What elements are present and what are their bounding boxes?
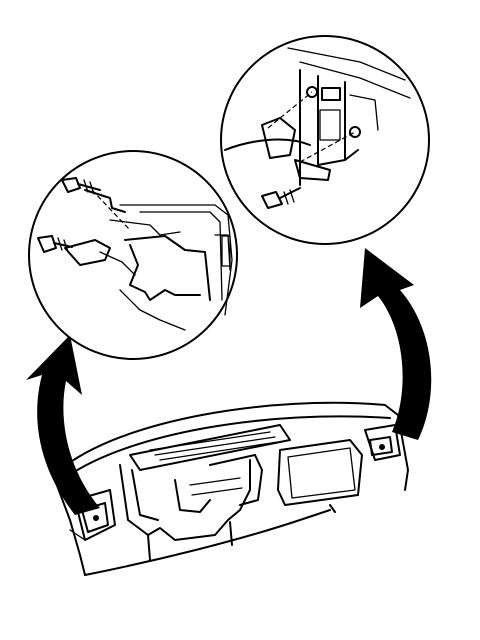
bolt-icon [61, 177, 101, 195]
bolt-icon [37, 235, 73, 253]
right-detail-circle [220, 35, 430, 245]
bolt-icon [261, 187, 301, 209]
dashboard-assembly [54, 401, 409, 576]
left-curved-arrow [26, 335, 100, 515]
right-curved-arrow [360, 248, 432, 440]
left-detail-circle [28, 150, 238, 360]
right-detail-contents [224, 47, 411, 186]
left-detail-contents [64, 189, 233, 331]
